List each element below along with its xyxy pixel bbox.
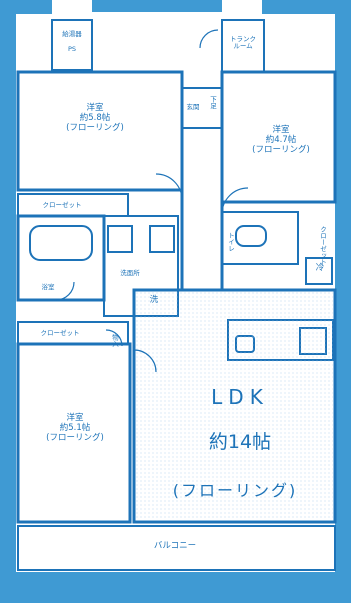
closet-1-label: クローゼット (42, 201, 82, 209)
ldk-floor: (フローリング) (172, 481, 298, 500)
laundry-label: 洗 (149, 295, 159, 305)
room-name: 洋室 (272, 125, 290, 135)
shoe-box-label: 下足 (208, 96, 217, 109)
room-size: 約5.8帖 (79, 112, 111, 123)
room-western-top-left: 洋室 約5.8帖 (フローリング) (55, 103, 135, 133)
room-name: 洋室 (66, 413, 84, 423)
toilet-label: トイレ (226, 232, 235, 252)
entrance-label: 玄関 (186, 103, 200, 111)
fridge-label: 冷 (315, 263, 325, 273)
walls (16, 19, 337, 571)
room-size: 約4.7帖 (265, 134, 297, 145)
water-heater-label: 給湯器 (62, 30, 82, 39)
room-floor: (フローリング) (66, 122, 124, 133)
room-western-top-right: 洋室 約4.7帖 (フローリング) (238, 125, 324, 155)
door-swings (55, 29, 249, 373)
trunk-room-label: トランク ルーム (230, 35, 256, 51)
bath-label: 浴室 (41, 283, 55, 291)
room-floor: (フローリング) (46, 432, 104, 443)
room-western-bottom-left: 洋室 約5.1帖 (フローリング) (30, 413, 120, 443)
ldk-size: 約14帖 (208, 431, 272, 453)
room-size: 約5.1帖 (59, 422, 91, 433)
storage-label: 物入 (110, 334, 119, 347)
closet-3-label: クローゼット (318, 226, 327, 265)
ldk-name: LDK (211, 385, 269, 409)
closet-2-label: クローゼット (40, 329, 80, 337)
washroom-label: 洗面所 (120, 269, 140, 277)
water-heater-box-label: 給湯器 PS (54, 24, 90, 54)
ps-label: PS (67, 45, 77, 54)
room-name: 洋室 (86, 103, 104, 113)
ldk-floor-texture (136, 292, 333, 520)
balcony-label: バルコニー (153, 541, 197, 551)
room-floor: (フローリング) (252, 144, 310, 155)
